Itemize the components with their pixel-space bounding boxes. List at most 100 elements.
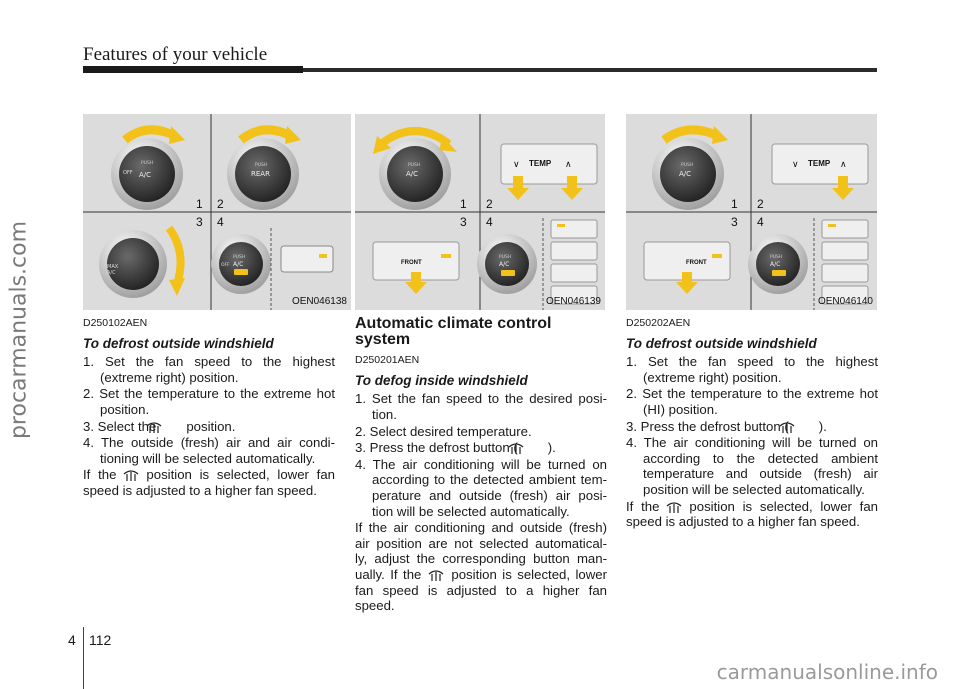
figure-auto-defrost: TEMP ∨ ∧ FRONT PUSH A/C 1 2 3 4 PUSH A/C… <box>626 114 877 310</box>
step-4: 4. The air conditioning will be turned o… <box>626 435 878 497</box>
step-4: 4. The air conditioning will be turned o… <box>355 456 607 519</box>
column-manual: D250102AEN To defrost outside windshield… <box>83 316 335 499</box>
figure-label: 2 <box>486 197 493 211</box>
note-text-end: position is selected, lower fan speed is… <box>355 566 608 614</box>
svg-text:∨: ∨ <box>792 159 799 169</box>
header-title: Features of your vehicle <box>83 44 268 65</box>
knob-text: PUSH <box>770 254 782 260</box>
svg-text:∧: ∧ <box>565 159 572 169</box>
watermark-left: procarmanuals.com <box>4 200 34 460</box>
footer-divider <box>83 627 84 689</box>
knob-text: A/C <box>139 171 151 179</box>
knob-text: MAX <box>107 264 119 270</box>
figure-label: 3 <box>196 215 203 229</box>
knob-text: PUSH <box>499 254 511 260</box>
knob-text: OFF <box>123 170 133 176</box>
figure-label: 2 <box>757 197 764 211</box>
knob-ac <box>211 234 271 294</box>
knob-text: A/C <box>679 170 691 178</box>
arrow-icon <box>661 125 720 144</box>
figure-label: 3 <box>460 215 467 229</box>
figure-code: OEN046138 <box>291 296 347 307</box>
figure-label: 4 <box>217 215 224 229</box>
step-3: 3. Select the position. <box>83 419 335 435</box>
step-3: 3. Press the defrost button (). <box>626 419 878 435</box>
step-1: 1. Set the fan speed to the desired posi… <box>355 391 607 422</box>
defrost-icon <box>508 441 542 455</box>
knob-text: PUSH <box>255 162 267 168</box>
figure-label: 4 <box>486 215 493 229</box>
chapter-number: 4 <box>68 632 76 648</box>
knob-text: A/C <box>770 261 780 268</box>
watermark-bottom: carmanualsonline.info <box>716 660 938 684</box>
step-3-text: 3. Press the defrost button ( <box>355 440 518 456</box>
figure-label: 1 <box>460 197 467 211</box>
figure-label: 3 <box>731 215 738 229</box>
figure-auto-defog: TEMP ∨ ∧ FRONT PUSH A/C 1 2 3 4 PUSH A/C… <box>355 114 605 310</box>
section-code: D250201AEN <box>355 354 420 367</box>
step-3-text-end: ). <box>547 440 556 456</box>
column-auto-defog: Automatic climate control system D250201… <box>355 315 607 614</box>
step-4: 4. The outside (fresh) air and air condi… <box>83 435 335 466</box>
note-text-end: position is selected, lower fan speed is… <box>626 498 878 530</box>
figure-label: 2 <box>217 197 224 211</box>
note-text: If the <box>626 498 660 514</box>
step-3-text-end: ). <box>818 418 827 434</box>
column-auto-defrost: D250202AEN To defrost outside windshield… <box>626 316 878 530</box>
figure-code: OEN046140 <box>817 296 873 307</box>
section-code: D250102AEN <box>83 317 148 329</box>
front-label: FRONT <box>401 260 422 266</box>
temp-label: TEMP <box>529 159 552 168</box>
knob-text: A/C <box>499 261 509 268</box>
knob-text: A/C <box>107 270 116 276</box>
knob-text: PUSH <box>408 162 420 168</box>
knob-text: A/C <box>233 261 243 268</box>
note-text-end: position is selected, lower fan speed is… <box>83 467 335 498</box>
step-2: 2. Set the temperature to the extreme ho… <box>626 386 878 417</box>
knob-mode <box>99 230 167 298</box>
figure-manual-controls: 1 2 3 4 PUSH OFF A/C PUSH REAR MAX A/C P… <box>83 114 351 310</box>
step-2: 2. Set the temperature to the extreme ho… <box>83 386 335 417</box>
defrost-icon <box>146 420 180 434</box>
note-text: If the <box>83 467 117 483</box>
svg-text:∧: ∧ <box>840 159 847 169</box>
note-text: If the air conditioning and outside (fre… <box>355 520 607 582</box>
knob-text: PUSH <box>233 254 245 260</box>
knob-text: REAR <box>251 170 270 178</box>
step-3-text: 3. Select the <box>83 418 157 434</box>
figure-label: 4 <box>757 215 764 229</box>
section-heading: Automatic climate control system <box>355 315 552 348</box>
figure-code: OEN046139 <box>545 296 601 307</box>
knob-text: OFF <box>221 262 230 268</box>
defrost-icon <box>427 568 445 582</box>
front-label: FRONT <box>686 260 707 266</box>
figure-label: 1 <box>196 197 203 211</box>
section-subtitle: To defrost outside windshield <box>83 335 274 351</box>
svg-text:∨: ∨ <box>513 159 520 169</box>
note-paragraph: If the air conditioning and outside (fre… <box>355 520 607 614</box>
knob-rear <box>227 138 299 210</box>
temp-control <box>500 143 598 185</box>
step-1: 1. Set the fan speed to the highest (ext… <box>83 354 335 385</box>
temp-label: TEMP <box>808 159 831 168</box>
temp-control <box>771 143 869 185</box>
knob-text: PUSH <box>141 160 153 166</box>
step-3-text: 3. Press the defrost button ( <box>626 418 789 434</box>
figure-label: 1 <box>731 197 738 211</box>
section-subtitle: To defrost outside windshield <box>626 335 817 351</box>
step-3: 3. Press the defrost button (). <box>355 440 607 456</box>
knob-text: PUSH <box>681 162 693 168</box>
knob-text: A/C <box>406 170 418 178</box>
defrost-icon <box>779 420 813 434</box>
page-number: 112 <box>89 632 112 648</box>
defrost-icon <box>665 500 683 514</box>
step-2: 2. Select desired temperature. <box>355 423 532 439</box>
knob-fan-speed <box>111 138 183 210</box>
arrow-icon <box>165 225 185 286</box>
step-1: 1. Set the fan speed to the highest (ext… <box>626 354 878 385</box>
step-3-text-end: position. <box>186 418 236 434</box>
recirculation-button <box>280 245 334 273</box>
section-subtitle: To defog inside windshield <box>355 372 528 388</box>
